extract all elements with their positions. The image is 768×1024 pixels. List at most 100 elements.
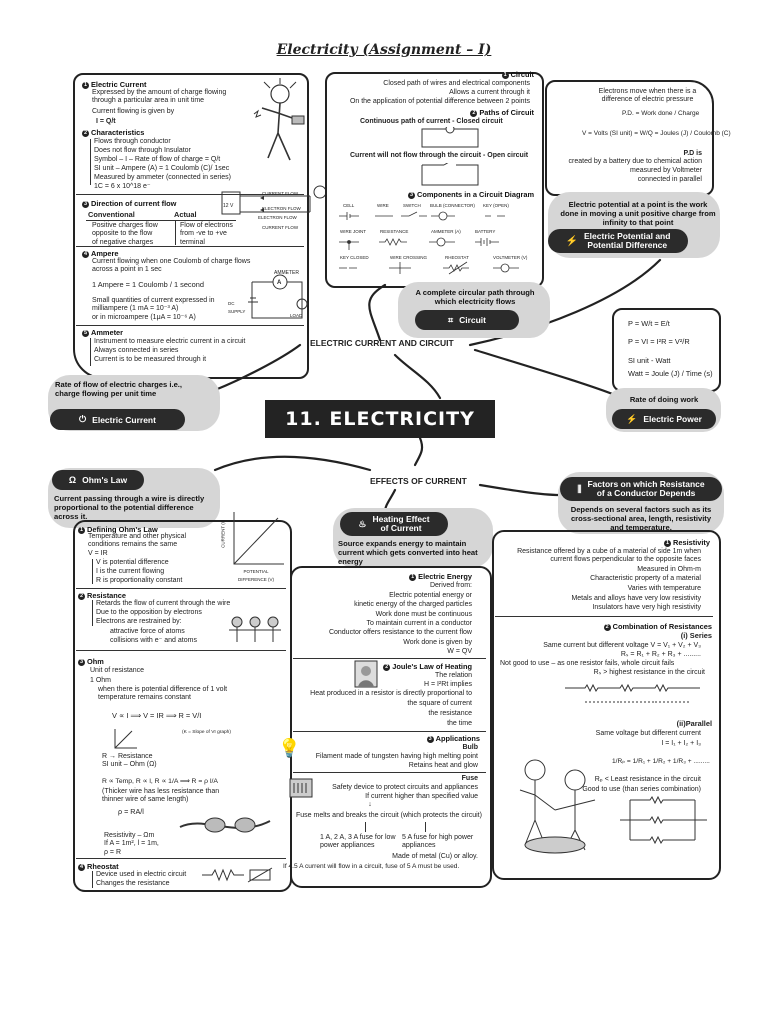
omega-icon: Ω bbox=[68, 475, 77, 485]
open-circuit-text: Current will not flow through the circui… bbox=[350, 152, 529, 159]
energy-item: To maintain current in a conductor bbox=[366, 620, 472, 627]
factors-definition: Depends on several factors such as its c… bbox=[570, 505, 712, 532]
conventional-label: Conventional bbox=[88, 210, 135, 219]
dc-supply-label: DC SUPPLY bbox=[228, 301, 246, 315]
series-circuit-diagram bbox=[565, 683, 700, 703]
factors-label-pill: ⫼ Factors on which Resistance of a Condu… bbox=[560, 477, 722, 501]
potential-label-pill: ⚡ Electric Potential and Potential Diffe… bbox=[548, 229, 688, 253]
tug-of-war-illustration bbox=[229, 616, 281, 642]
fuse-item: If current higher than specified value bbox=[365, 793, 478, 800]
power-si-unit: SI unit - Watt bbox=[628, 356, 671, 365]
component-label: SWITCH bbox=[403, 203, 421, 208]
joule-item: the time bbox=[447, 720, 472, 727]
heating-label: Heating Effect of Current bbox=[372, 514, 430, 533]
ohm-label-pill: Ω Ohm's Law bbox=[52, 470, 144, 490]
component-label: BULB (CONNECTOR) bbox=[430, 203, 475, 208]
energy-item: kinetic energy of the charged particles bbox=[354, 601, 472, 608]
potential-icon: ⚡ bbox=[565, 235, 578, 247]
rho-formula: ρ = RA/l bbox=[118, 807, 144, 816]
joule-item: Heat produced in a resistor is directly … bbox=[310, 690, 472, 697]
component-label: VOLTMETER (V) bbox=[493, 255, 528, 260]
vi-graph bbox=[233, 512, 284, 565]
pd-item: connected in parallel bbox=[637, 176, 702, 183]
power-label-pill: ⚡ Electric Power bbox=[612, 409, 716, 429]
joule-portrait bbox=[354, 660, 378, 688]
r-unit: R → Resistance SI unit – Ohm (Ω) bbox=[102, 753, 157, 769]
fuse-label: Fuse bbox=[461, 775, 478, 782]
resistance-item: Due to the opposition by electrons bbox=[96, 609, 202, 616]
component-label: WIRE bbox=[377, 203, 389, 208]
ohm-item: R is proportionality constant bbox=[96, 577, 183, 584]
ohm-item: V is potential difference bbox=[96, 559, 169, 566]
ammeter-item: Always connected in series bbox=[94, 347, 179, 354]
diagram-label: CURRENT FLOW bbox=[262, 225, 299, 230]
factors-label: Factors on which Resistance of a Conduct… bbox=[587, 479, 705, 498]
down-arrow: ↓ bbox=[368, 801, 372, 808]
ammeter-circuit-diagram bbox=[248, 274, 308, 319]
page-title: Electricity (Assignment – I) bbox=[276, 42, 492, 58]
joule-item: H = I²Rt implies bbox=[423, 681, 472, 688]
low-power-fuse: 1 A, 2 A, 3 A fuse for low power applian… bbox=[320, 834, 396, 850]
resistance-derivation: V ∝ I ⟹ V = IR ⟹ R = V/I bbox=[112, 711, 202, 720]
heating-definition: Source expands energy to maintain curren… bbox=[338, 539, 478, 566]
closed-circuit-text: Continuous path of current - Closed circ… bbox=[360, 118, 503, 125]
heat-icon: ♨ bbox=[358, 518, 367, 529]
ammeter-item: Current is to be measured through it bbox=[94, 356, 207, 363]
small-quantities-text: Small quantities of current expressed in… bbox=[92, 297, 215, 321]
component-label: KEY (OPEN) bbox=[483, 203, 509, 208]
diagram-label: ELECTRON FLOW bbox=[262, 206, 301, 211]
diagram-label: ELECTRON FLOW bbox=[258, 215, 297, 220]
ammeter-label: AMMETER bbox=[274, 270, 299, 276]
fuse-box-icon bbox=[289, 778, 313, 798]
char-item: Measured by ammeter (connected in series… bbox=[94, 174, 231, 181]
bulb-label: Bulb bbox=[462, 744, 478, 751]
rheostat-item: Changes the resistance bbox=[96, 880, 170, 887]
ampere-definition: Current flowing when one Coulomb of char… bbox=[92, 258, 251, 274]
energy-item: Work done must be continuous bbox=[375, 611, 472, 618]
current-label: Electric Current bbox=[92, 414, 156, 425]
slope-note: (K = Slope of VI graph) bbox=[182, 730, 231, 735]
resistivity-illustration bbox=[179, 817, 271, 833]
ammeter-item: Instrument to measure electric current i… bbox=[94, 338, 246, 345]
rho-relation: R ∝ Temp, R ∝ l, R ∝ 1/A ⟹ R = ρ l/A bbox=[102, 778, 218, 785]
one-ohm: 1 Ohm bbox=[90, 677, 112, 684]
current-definition: Rate of flow of electric charges i.e., c… bbox=[55, 380, 183, 398]
power-formula-1: P = W/t = E/t bbox=[628, 319, 670, 328]
fuse-note: If 4.5 A current will flow in a circuit,… bbox=[283, 863, 460, 870]
load-label: LOAD bbox=[290, 313, 303, 318]
vir-formula: V = IR bbox=[88, 550, 108, 557]
circuit-board-icon: ⌗ bbox=[448, 314, 454, 325]
series-item: Rₛ > highest resistance in the circuit bbox=[593, 669, 705, 676]
fuse-metal: Made of metal (Cu) or alloy. bbox=[392, 853, 478, 860]
parallel-item: Same voltage but different current bbox=[595, 730, 701, 737]
current-given-text: Current flowing is given by bbox=[92, 108, 175, 115]
resistivity-item: Measured in Ohm-m bbox=[637, 566, 701, 573]
electric-current-definition: Expressed by the amount of charge flowin… bbox=[92, 89, 227, 105]
graph-x-label: POTENTIAL DIFFERENCE (V) bbox=[238, 569, 274, 583]
actual-label: Actual bbox=[174, 210, 197, 219]
resistivity-item: Insulators have very high resistivity bbox=[592, 604, 701, 611]
joule-item: the square of current bbox=[407, 700, 472, 707]
fuse-item: Safety device to protect circuits and ap… bbox=[332, 784, 478, 791]
ammeter-a-label: A bbox=[277, 280, 282, 286]
pd-intro: Electrons move when there is a differenc… bbox=[598, 88, 697, 104]
ohm-item: I is the current flowing bbox=[96, 568, 165, 575]
circuit-item: Closed path of wires and electrical comp… bbox=[383, 80, 530, 87]
power-label: Electric Power bbox=[643, 414, 702, 424]
parallel-item: I = I₁ + I₂ + I₃ bbox=[661, 740, 701, 747]
ohm-definition: Current passing through a wire is direct… bbox=[54, 494, 205, 521]
power-definition: Rate of doing work bbox=[629, 395, 699, 404]
circuit-label-pill: ⌗ Circuit bbox=[415, 310, 519, 330]
effects-of-current-label: EFFECTS OF CURRENT bbox=[370, 476, 467, 486]
electric-current-circuit-label: ELECTRIC CURRENT AND CIRCUIT bbox=[310, 338, 454, 348]
